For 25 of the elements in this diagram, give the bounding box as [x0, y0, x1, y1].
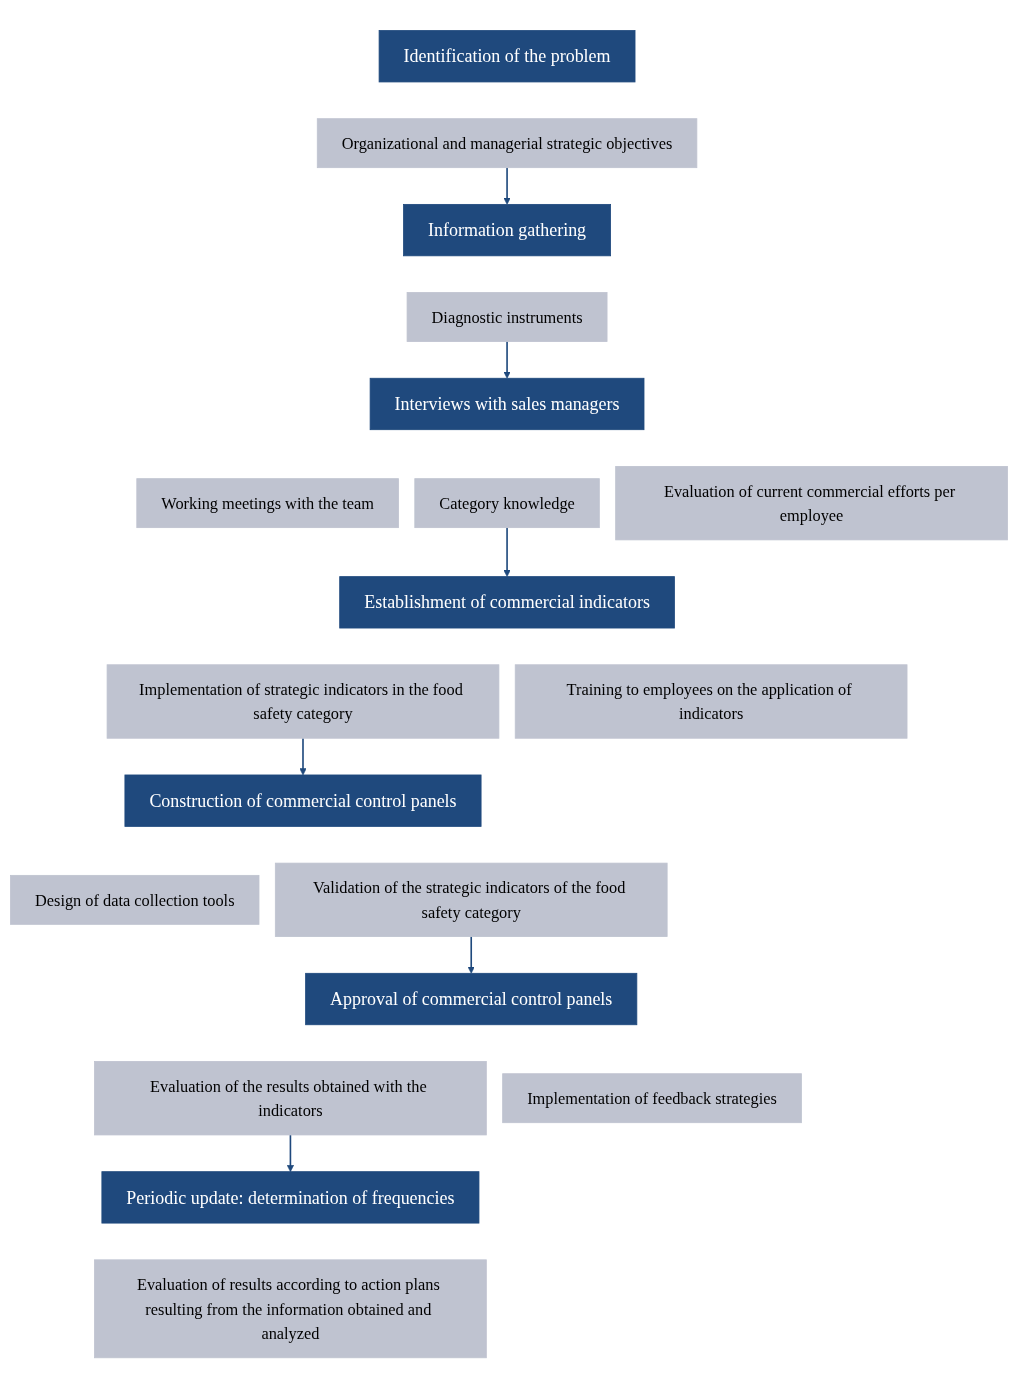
node-box: Implementation of strategic indicators in the food safety category [106, 664, 500, 739]
node-box: Approval of commercial control panels [305, 973, 638, 1026]
node-box: Category knowledge [414, 478, 600, 529]
node-box: Evaluation of the results obtained with the indicators [94, 1061, 487, 1136]
arrow [503, 341, 511, 379]
node-box: Evaluation of current commercial efforts per employee [615, 466, 1008, 541]
node-box: Training to employees on the application of indicators [514, 664, 908, 739]
node-box: Periodic update: determination of frequencies [101, 1171, 480, 1224]
node-box: Implementation of feedback strategies [502, 1073, 802, 1124]
node-box: Identification of the problem [378, 30, 636, 83]
arrow [467, 936, 475, 974]
node-box: Information gathering [403, 204, 611, 257]
node-box: Interviews with sales managers [369, 378, 645, 431]
arrow [503, 167, 511, 206]
node-box: Diagnostic instruments [406, 292, 608, 343]
arrow [299, 737, 307, 776]
node-box: Design of data collection tools [10, 875, 260, 926]
node-box: Organizational and managerial strategic objectives [316, 118, 698, 169]
arrow [286, 1134, 294, 1173]
node-box: Establishment of commercial indicators [339, 576, 675, 629]
arrow [503, 527, 511, 578]
node-box: Working meetings with the team [136, 478, 399, 529]
node-box: Construction of commercial control panels [124, 774, 482, 828]
node-box: Evaluation of results according to action plans resulting from the information obtained and analyzed [94, 1259, 487, 1359]
node-box: Validation of the strategic indicators of the food safety category [274, 863, 668, 938]
